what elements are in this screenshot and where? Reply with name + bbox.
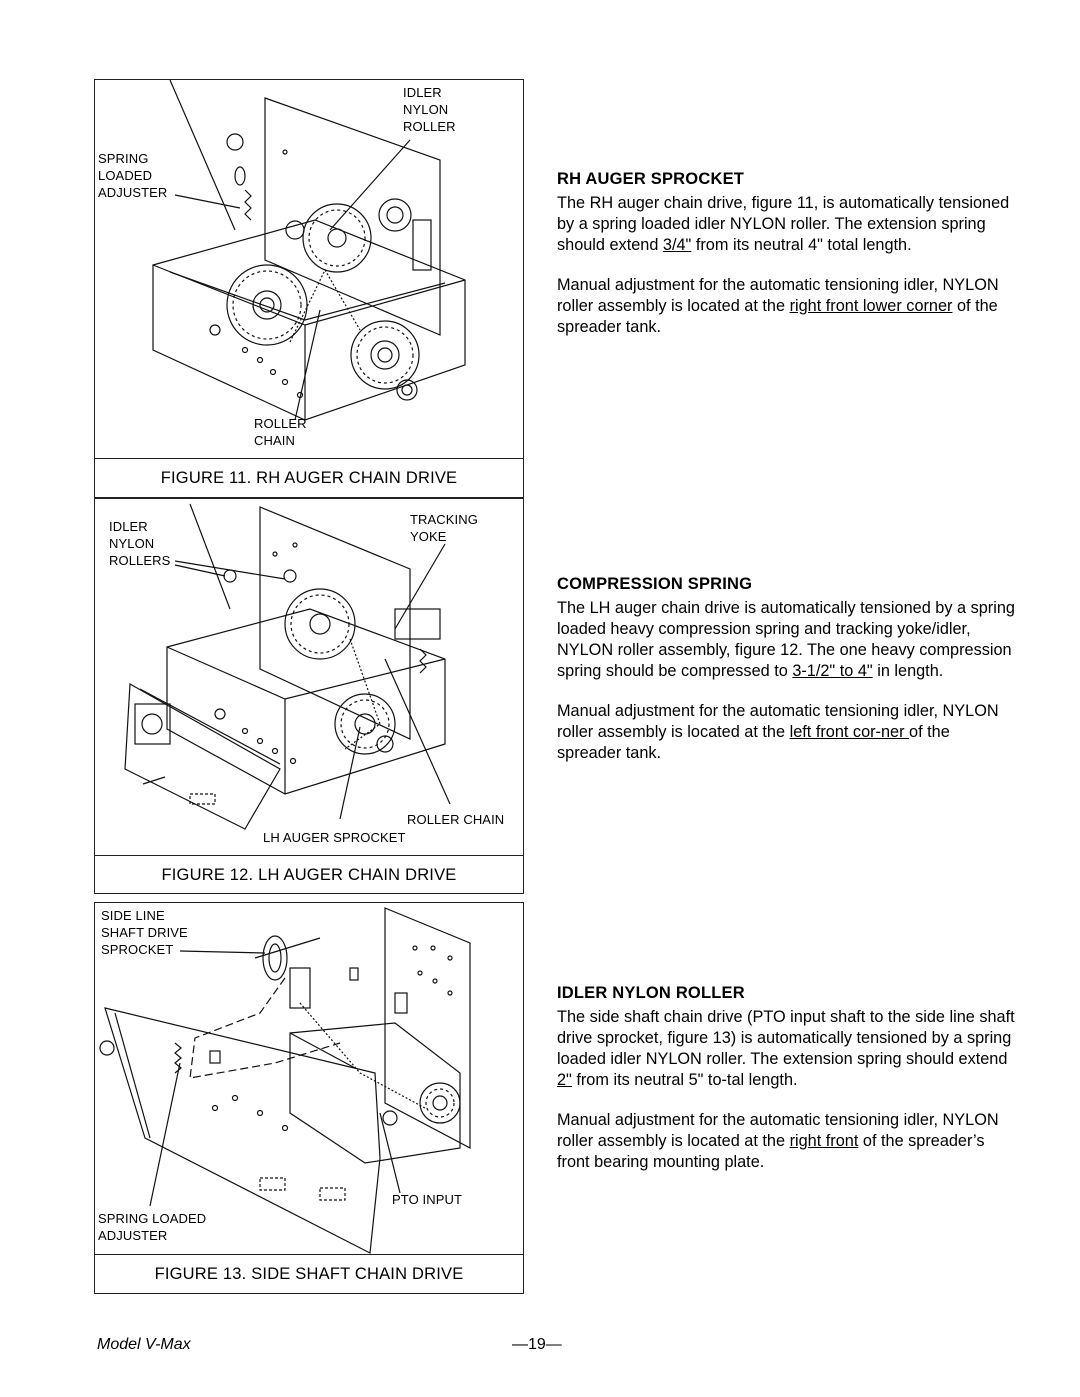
idler-paragraph-1: The side shaft chain drive (PTO input sh… bbox=[557, 1008, 1015, 1089]
figure-11-drawing bbox=[152, 80, 466, 421]
figure-12-caption: FIGURE 12. LH AUGER CHAIN DRIVE bbox=[95, 855, 523, 894]
figure-13-caption: FIGURE 13. SIDE SHAFT CHAIN DRIVE bbox=[95, 1254, 523, 1293]
figure-11-caption: FIGURE 11. RH AUGER CHAIN DRIVE bbox=[95, 458, 523, 497]
section-idler-nylon-roller: IDLER NYLON ROLLER The side shaft chain … bbox=[557, 984, 1017, 1192]
compression-paragraph-2: Manual adjustment for the automatic tens… bbox=[557, 702, 999, 762]
fig11-idler-label: IDLER NYLON ROLLER bbox=[403, 85, 456, 134]
figure-12-drawing bbox=[124, 503, 451, 830]
heading-idler-nylon-roller: IDLER NYLON ROLLER bbox=[557, 984, 745, 1002]
section-rh-auger-sprocket: RH AUGER SPROCKET The RH auger chain dri… bbox=[557, 170, 1017, 357]
figure-13-drawing bbox=[99, 907, 471, 1254]
rh-paragraph-2: Manual adjustment for the automatic tens… bbox=[557, 276, 999, 336]
fig13-side-line-label: SIDE LINE SHAFT DRIVE SPROCKET bbox=[101, 908, 188, 957]
idler-paragraph-2: Manual adjustment for the automatic tens… bbox=[557, 1111, 999, 1171]
fig13-spring-loaded-label: SPRING LOADED ADJUSTER bbox=[98, 1211, 207, 1243]
heading-rh-auger-sprocket: RH AUGER SPROCKET bbox=[557, 170, 745, 188]
fig12-roller-chain-label: ROLLER CHAIN bbox=[407, 812, 505, 827]
section-compression-spring: COMPRESSION SPRING The LH auger chain dr… bbox=[557, 575, 1017, 783]
rh-paragraph-1: The RH auger chain drive, figure 11, is … bbox=[557, 194, 1010, 254]
fig11-spring-label: SPRING LOADED ADJUSTER bbox=[98, 151, 168, 200]
compression-paragraph-1: The LH auger chain drive is automaticall… bbox=[557, 599, 1015, 680]
page-number: —19— bbox=[512, 1336, 562, 1353]
figure-13: SIDE LINE SHAFT DRIVE SPROCKET PTO INPUT… bbox=[94, 902, 524, 1294]
figure-12: IDLER NYLON ROLLERS TRACKING YOKE ROLLER… bbox=[94, 498, 524, 894]
fig12-lh-auger-sprocket-label: LH AUGER SPROCKET bbox=[263, 830, 406, 845]
heading-compression-spring: COMPRESSION SPRING bbox=[557, 575, 753, 593]
fig12-tracking-yoke-label: TRACKING YOKE bbox=[410, 512, 478, 544]
fig13-pto-input-label: PTO INPUT bbox=[392, 1192, 463, 1207]
footer-model: Model V-Max bbox=[97, 1336, 191, 1353]
fig11-roller-chain-label: ROLLER CHAIN bbox=[254, 416, 307, 448]
figure-11: IDLER NYLON ROLLER SPRING LOADED ADJUSTE… bbox=[94, 79, 524, 498]
fig12-idler-label: IDLER NYLON ROLLERS bbox=[109, 519, 171, 568]
